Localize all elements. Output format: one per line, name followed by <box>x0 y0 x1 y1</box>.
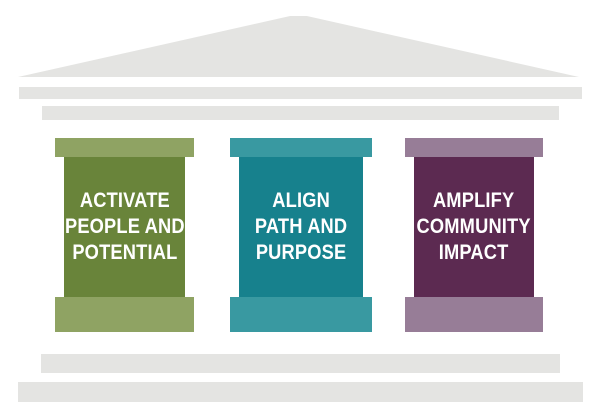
pillar-cap-top <box>405 138 543 157</box>
pillar-align: ALIGN PATH AND PURPOSE <box>230 138 372 332</box>
pillar-label-line: COMMUNITY <box>416 215 532 238</box>
architrave-bar <box>19 87 582 99</box>
pillar-cap-top <box>230 138 372 157</box>
pillar-label-line: IMPACT <box>439 241 509 264</box>
pillar-shaft: ACTIVATE PEOPLE AND POTENTIAL <box>64 157 185 297</box>
pillar-cap-bottom <box>55 297 194 332</box>
pillar-label-line: POTENTIAL <box>71 241 178 264</box>
pillar-cap-top <box>55 138 194 157</box>
base-bar <box>18 382 583 402</box>
pillar-label-line: PEOPLE AND <box>64 215 185 238</box>
pediment-triangle <box>18 16 579 77</box>
pillar-label-line: PATH AND <box>254 215 348 238</box>
pillar-amplify: AMPLIFY COMMUNITY IMPACT <box>405 138 543 332</box>
pillar-cap-bottom <box>230 297 372 332</box>
pillar-shaft: ALIGN PATH AND PURPOSE <box>239 157 363 297</box>
pillar-label: ACTIVATE PEOPLE AND POTENTIAL <box>65 188 185 266</box>
frieze-bar <box>42 106 559 120</box>
pillar-label-line: ACTIVATE <box>79 189 170 212</box>
pillar-label: ALIGN PATH AND PURPOSE <box>255 188 347 266</box>
pillar-shaft: AMPLIFY COMMUNITY IMPACT <box>414 157 534 297</box>
stylobate-bar <box>41 354 560 373</box>
pillar-cap-bottom <box>405 297 543 332</box>
pillar-label-line: PURPOSE <box>255 241 347 264</box>
pillar-label: AMPLIFY COMMUNITY IMPACT <box>417 188 531 266</box>
pillar-label-line: ALIGN <box>272 189 330 212</box>
pillar-label-line: AMPLIFY <box>433 189 515 212</box>
pillar-activate: ACTIVATE PEOPLE AND POTENTIAL <box>55 138 194 332</box>
